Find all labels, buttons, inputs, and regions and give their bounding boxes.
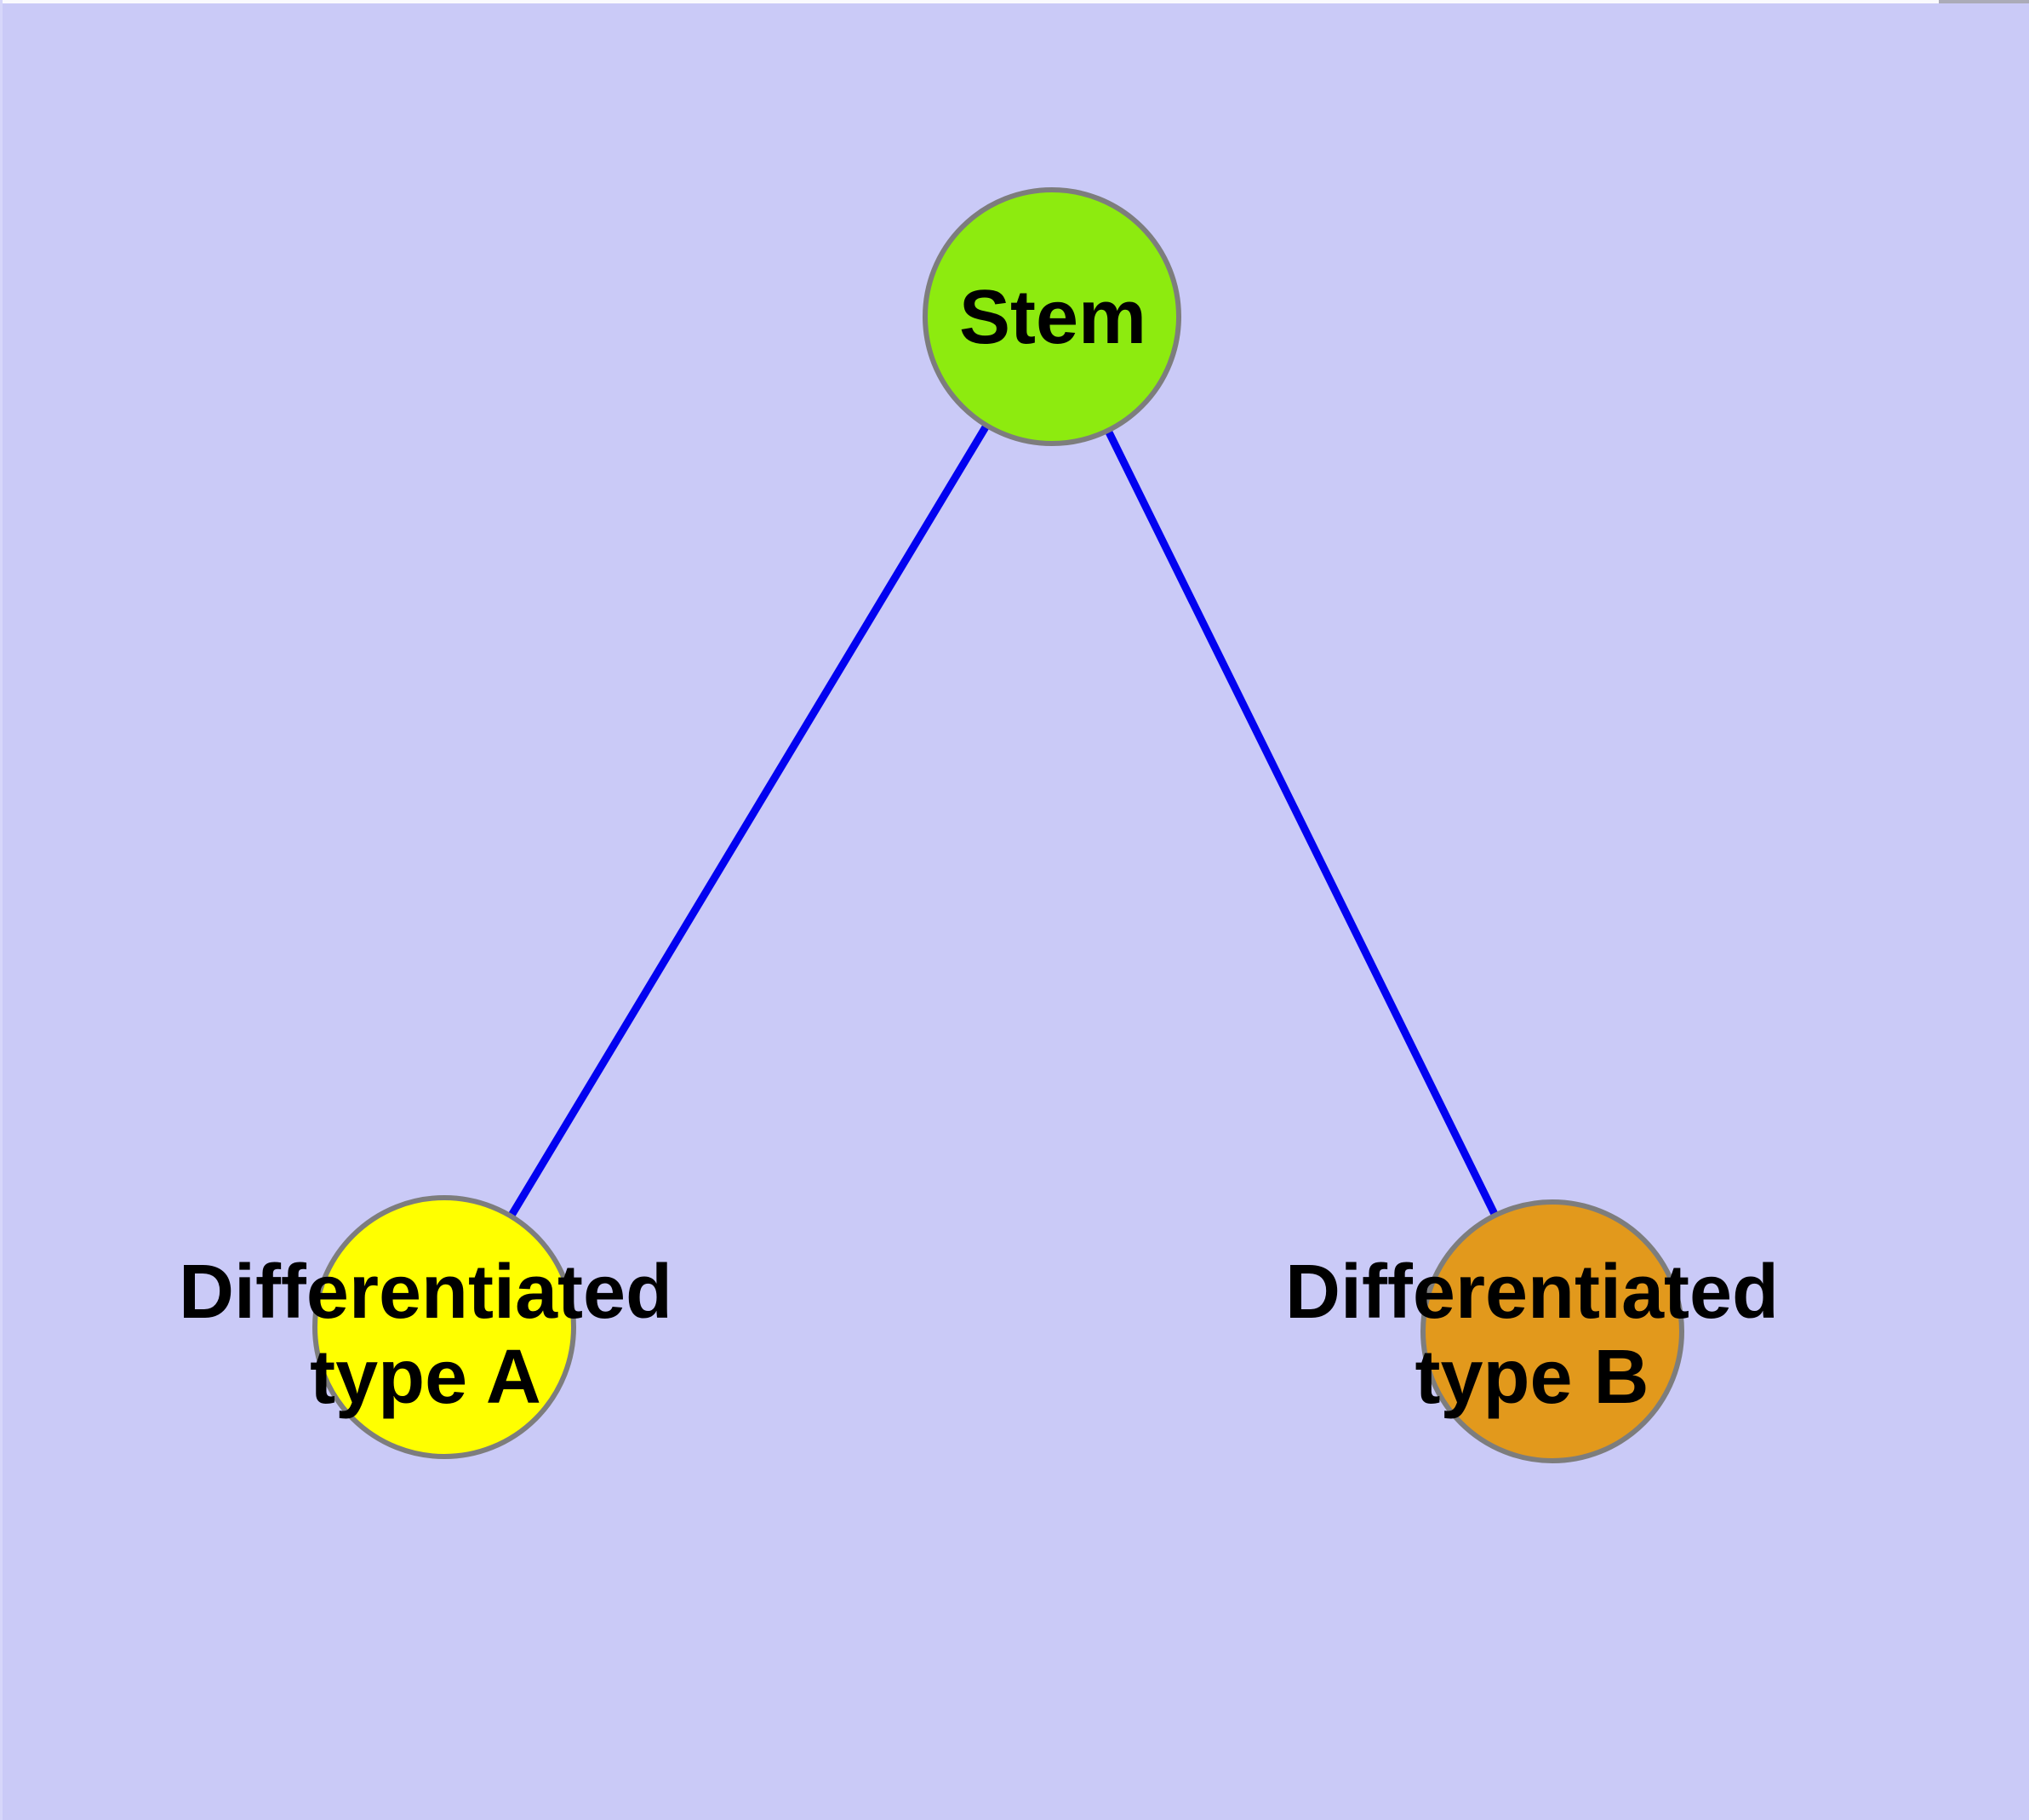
node-stem-circle (923, 187, 1181, 446)
node-differentiated-type-a: Differentiated type A (179, 1195, 672, 1459)
edge-stem-to-type-a (440, 312, 1056, 1331)
top-edge-highlight (0, 0, 2029, 3)
edge-stem-to-type-b (1048, 312, 1557, 1336)
node-type-a-label-line1: Differentiated (179, 1250, 672, 1335)
node-type-b-circle (1420, 1199, 1684, 1463)
node-type-b-label-line1: Differentiated (1285, 1250, 1779, 1335)
top-edge-corner-segment (1939, 0, 2029, 3)
node-differentiated-type-b: Differentiated type B (1285, 1199, 1779, 1463)
node-stem-label: Stem (959, 275, 1146, 360)
left-edge-highlight (0, 0, 3, 1820)
node-stem: Stem (923, 187, 1181, 446)
node-type-a-circle (312, 1195, 576, 1459)
node-type-b-label-line2: type B (1415, 1335, 1649, 1420)
node-type-a-label-line2: type A (310, 1335, 541, 1420)
edges (440, 312, 1557, 1336)
